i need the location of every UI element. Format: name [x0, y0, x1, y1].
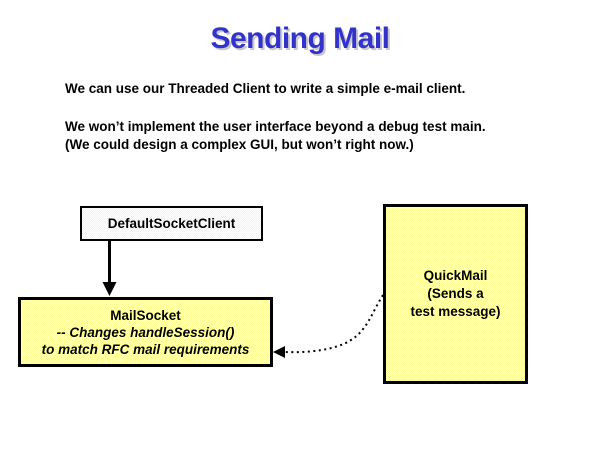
down-arrow-connector	[102, 240, 117, 296]
mail-socket-box: MailSocket -- Changes handleSession() to…	[18, 297, 273, 367]
quick-mail-line-2: (Sends a	[427, 286, 484, 301]
mail-socket-note-line-1: -- Changes handleSession()	[56, 324, 235, 340]
body-paragraph-2-line-1: We won’t implement the user interface be…	[65, 119, 486, 134]
body-paragraph-2: We won’t implement the user interface be…	[65, 118, 565, 154]
mail-socket-note-line-2: to match RFC mail requirements	[41, 341, 250, 357]
quick-mail-line-1: QuickMail	[423, 268, 488, 283]
default-socket-client-box: DefaultSocketClient	[80, 206, 263, 241]
quick-mail-box: QuickMail (Sends a test message)	[383, 204, 528, 384]
default-socket-client-label: DefaultSocketClient	[107, 216, 236, 231]
mail-socket-title: MailSocket	[110, 307, 181, 323]
dotted-arrow-connector	[273, 294, 384, 358]
body-paragraph-1: We can use our Threaded Client to write …	[65, 81, 466, 96]
body-paragraph-2-line-2: (We could design a complex GUI, but won’…	[65, 137, 414, 152]
slide-title: Sending Mail	[210, 22, 390, 55]
quick-mail-line-3: test message)	[410, 304, 501, 319]
